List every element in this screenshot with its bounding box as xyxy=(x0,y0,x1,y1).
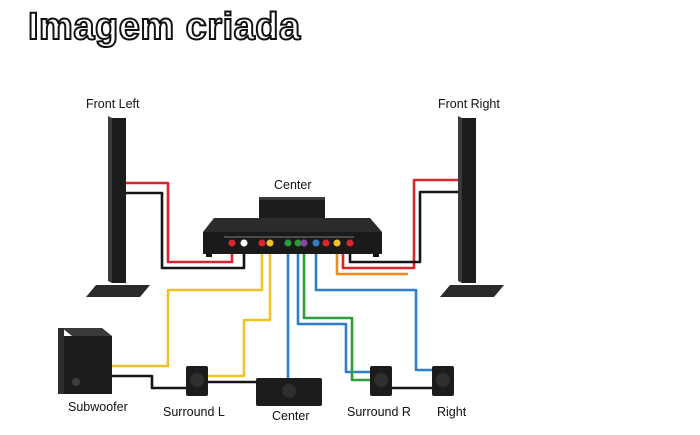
surround-r-speaker xyxy=(370,366,392,396)
receiver-unit xyxy=(203,218,382,257)
label-front-left: Front Left xyxy=(86,97,140,111)
wire-front-left-black xyxy=(126,191,246,270)
subwoofer-speaker xyxy=(58,328,112,394)
center-bottom-speaker xyxy=(256,378,322,406)
wire-surround-r-green xyxy=(302,243,372,382)
surround-l-speaker xyxy=(186,366,208,396)
label-front-right: Front Right xyxy=(438,97,500,111)
wire-front-right-red xyxy=(341,178,462,270)
label-right: Right xyxy=(437,405,467,419)
center-top-speaker xyxy=(259,197,325,219)
label-center-bottom: Center xyxy=(272,409,310,423)
headline: Imagem criada xyxy=(27,5,301,49)
label-center-top: Center xyxy=(274,178,312,192)
front-left-speaker xyxy=(86,116,150,297)
wire-surround-r-blue xyxy=(296,243,372,374)
wire-subwoofer-black xyxy=(112,374,186,390)
right-speaker xyxy=(432,366,454,396)
wire-front-left-red xyxy=(126,181,234,264)
label-surround-l: Surround L xyxy=(163,405,225,419)
label-subwoofer: Subwoofer xyxy=(68,400,128,414)
wire-front-right-black xyxy=(348,190,462,264)
wire-right-blue xyxy=(314,243,434,372)
wire-surround-l-yellow xyxy=(208,243,272,378)
label-surround-r: Surround R xyxy=(347,405,411,419)
wire-subwoofer-yellow xyxy=(112,243,264,368)
front-right-speaker xyxy=(440,116,504,297)
